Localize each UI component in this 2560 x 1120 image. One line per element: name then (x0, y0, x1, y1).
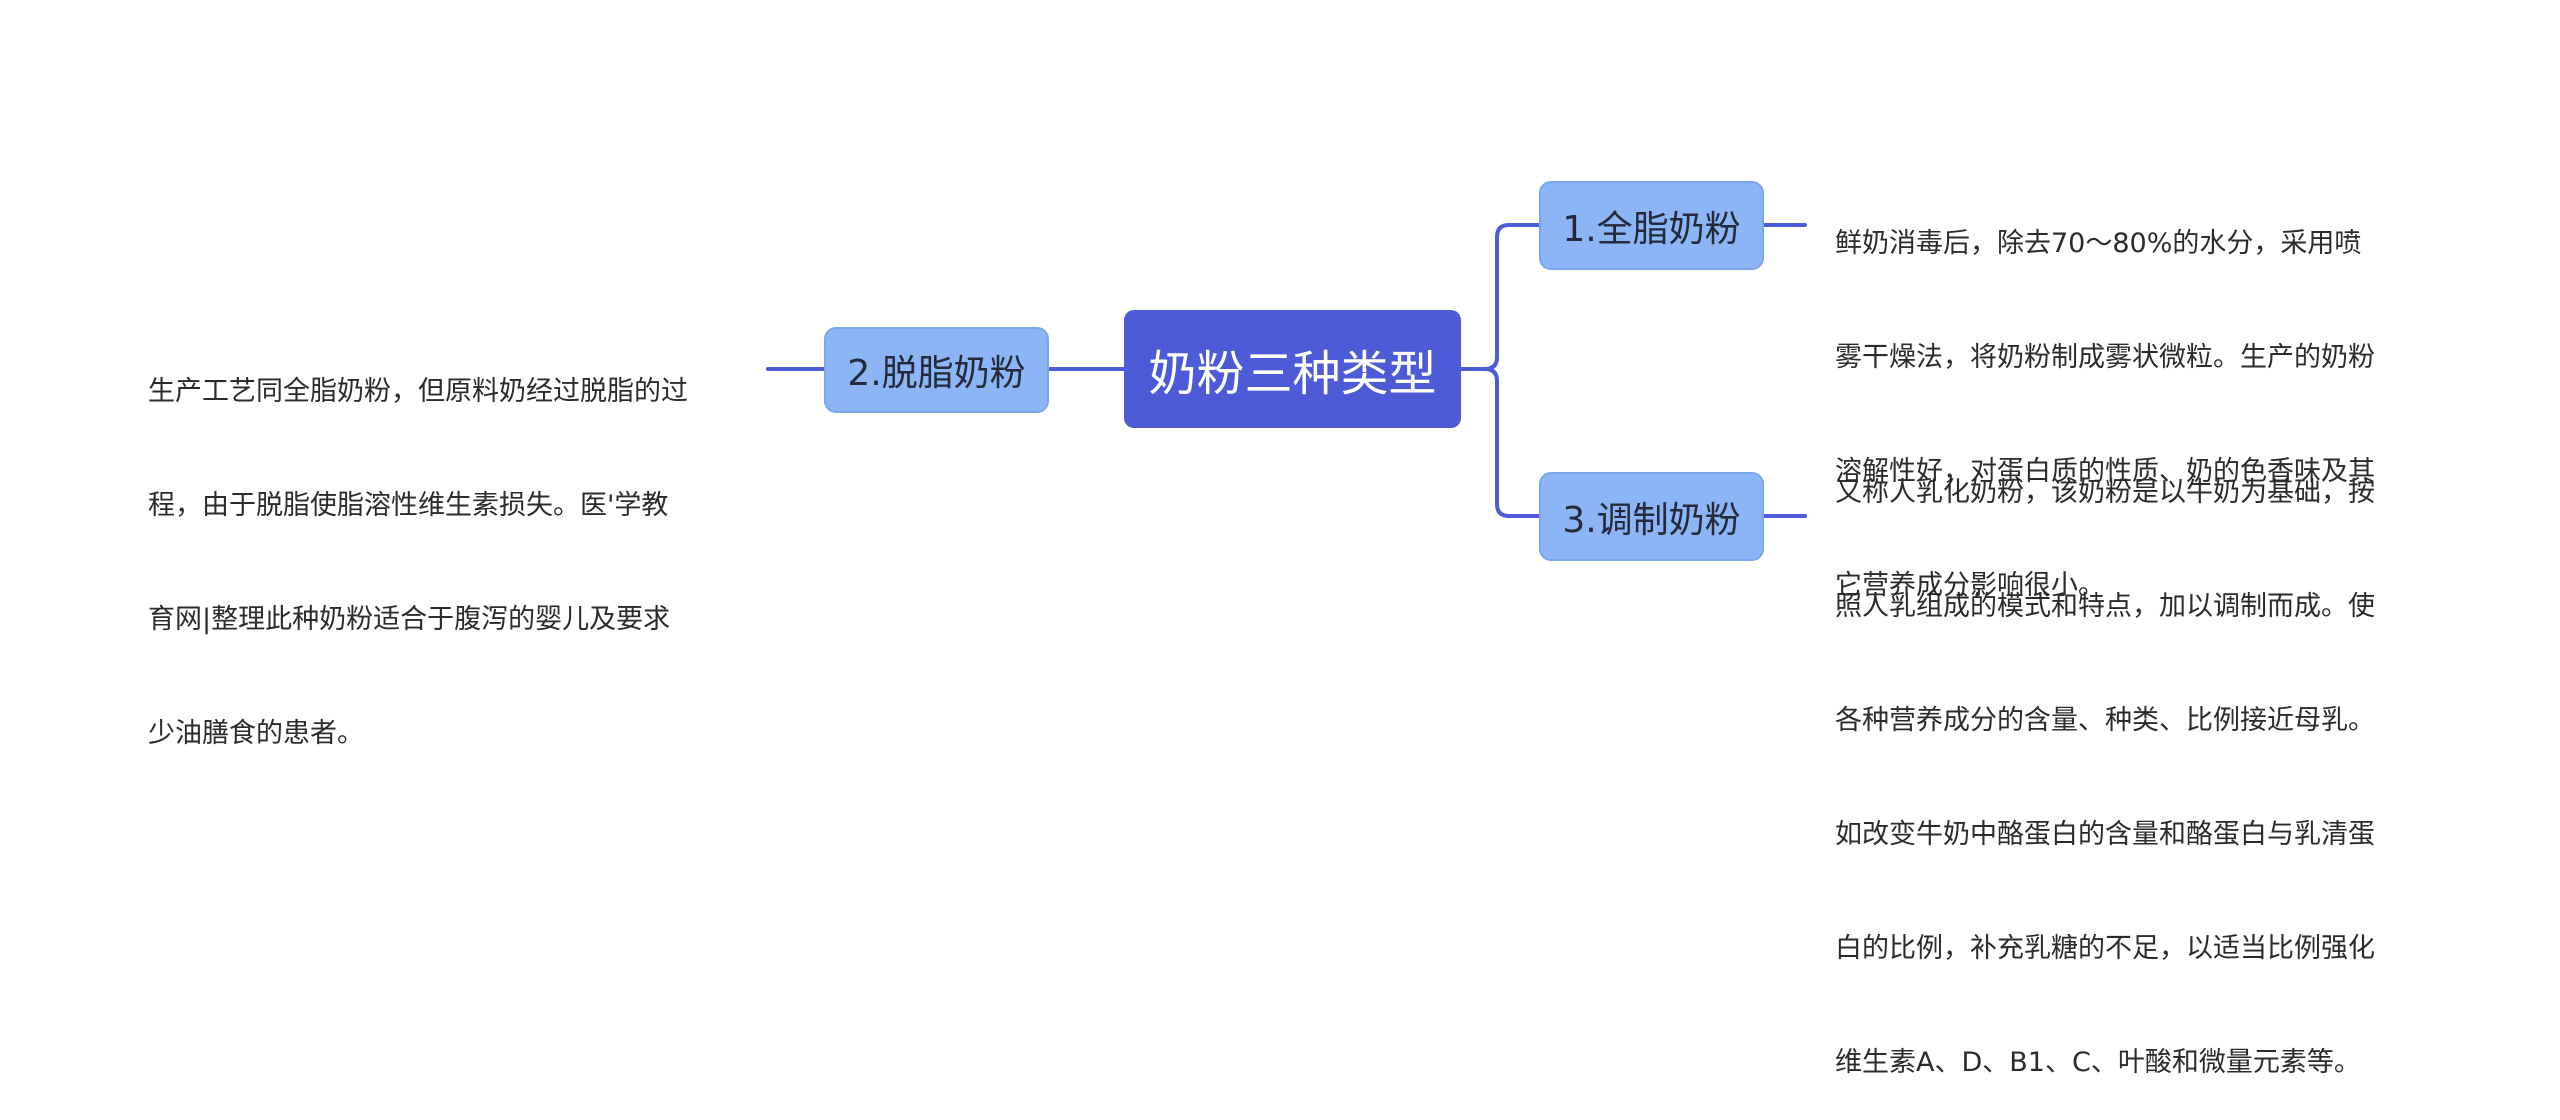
description-line: 鲜奶消毒后，除去70～80%的水分，采用喷 (1835, 228, 2362, 259)
formulated-description[interactable]: 又称人乳化奶粉，该奶粉是以牛奶为基础，按 照人乳组成的模式和特点，加以调制而成。… (1835, 398, 2375, 1120)
description-line: 白的比例，补充乳糖的不足，以适当比例强化 (1835, 933, 2375, 964)
topic-skim-milk-powder[interactable]: 2.脱脂奶粉 (824, 327, 1049, 413)
topic-formulated-milk-powder[interactable]: 3.调制奶粉 (1539, 472, 1764, 561)
topic-label: 1.全脂奶粉 (1562, 208, 1741, 250)
description-line: 维生素A、D、B1、C、叶酸和微量元素等。 (1835, 1047, 2361, 1078)
description-line: 育网|整理此种奶粉适合于腹泻的婴儿及要求 (148, 604, 671, 635)
topic-label: 2.脱脂奶粉 (847, 353, 1026, 394)
description-line: 少油膳食的患者。 (148, 718, 364, 749)
description-line: 生产工艺同全脂奶粉，但原料奶经过脱脂的过 (148, 376, 688, 407)
description-line: 如改变牛奶中酪蛋白的含量和酪蛋白与乳清蛋 (1835, 819, 2375, 850)
topic-label: 3.调制奶粉 (1562, 499, 1741, 541)
description-line: 溶解性好，对蛋白质的性质、奶的色香味及其 (1835, 456, 2375, 487)
description-line: 它营养成分影响很小。 (1835, 570, 2105, 601)
topic-full-fat-milk-powder[interactable]: 1.全脂奶粉 (1539, 181, 1764, 270)
description-line: 程，由于脱脂使脂溶性维生素损失。医'学教 (148, 490, 669, 521)
connector-root-to-node-1 (1459, 223, 1541, 371)
description-line: 雾干燥法，将奶粉制成雾状微粒。生产的奶粉 (1835, 342, 2375, 373)
full-fat-description[interactable]: 鲜奶消毒后，除去70～80%的水分，采用喷 雾干燥法，将奶粉制成雾状微粒。生产的… (1835, 149, 2375, 643)
skim-description[interactable]: 生产工艺同全脂奶粉，但原料奶经过脱脂的过 程，由于脱脂使脂溶性维生素损失。医'学… (148, 297, 688, 791)
connector-lines (766, 223, 1807, 518)
description-line: 又称人乳化奶粉，该奶粉是以牛奶为基础，按 (1835, 477, 2375, 508)
description-line: 照人乳组成的模式和特点，加以调制而成。使 (1835, 591, 2375, 622)
description-line: 各种营养成分的含量、种类、比例接近母乳。 (1835, 705, 2375, 736)
connector-root-to-node-3 (1459, 367, 1541, 518)
root-topic-label: 奶粉三种类型 (1148, 346, 1437, 402)
root-topic[interactable]: 奶粉三种类型 (1124, 310, 1461, 428)
